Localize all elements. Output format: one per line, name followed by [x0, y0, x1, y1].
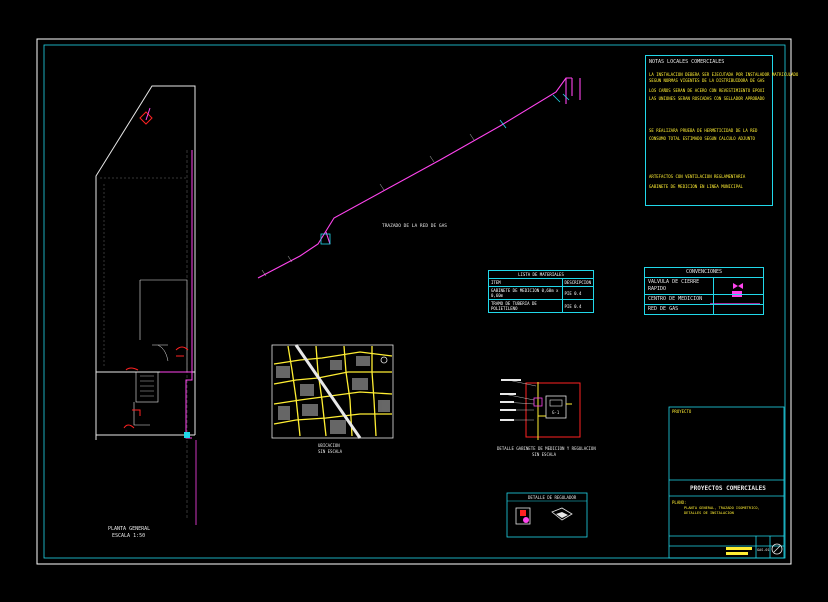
- subject-label: PLANO:: [672, 500, 687, 505]
- location-marker: [380, 356, 388, 364]
- conventions-table: CONVENCIONES VALVULA DE CIERRE RAPIDO CE…: [644, 267, 764, 315]
- note-line: LOS CAÑOS SERAN DE ACERO CON REVESTIMIEN…: [649, 88, 765, 93]
- location-map-diagonal: [294, 344, 362, 439]
- isometric-route: [257, 77, 581, 279]
- materials-table: LISTA DE MATERIALES ITEM DESCRIPCION GAB…: [488, 270, 594, 313]
- convention-label: VALVULA DE CIERRE RAPIDO: [644, 277, 714, 295]
- plan-scale: ESCALA 1:50: [112, 533, 146, 539]
- note-line: CONSUMO TOTAL ESTIMADO SEGUN CALCULO ADJ…: [649, 136, 755, 141]
- location-map-texture: [276, 356, 390, 434]
- location-scale: SIN ESCALA: [318, 449, 343, 454]
- isometric-title: TRAZADO DE LA RED DE GAS: [382, 224, 448, 229]
- note-line: ARTEFACTOS CON VENTILACION REGLAMENTARIA: [649, 174, 746, 179]
- isometric-valves: [320, 93, 570, 245]
- materials-cell: PIE 0.4: [561, 286, 594, 300]
- title-block-header: PROYECTO: [672, 409, 692, 414]
- convention-symbol: [713, 277, 764, 295]
- title-block-stamp: [726, 547, 752, 550]
- materials-title: LISTA DE MATERIALES: [488, 270, 594, 279]
- regulator-title: DETALLE DE REGULADOR: [528, 495, 577, 500]
- regulator-drawing: [515, 507, 573, 525]
- regulator-box: [506, 492, 588, 538]
- meter-subtitle: SIN ESCALA: [532, 452, 557, 457]
- materials-header: ITEM: [488, 278, 563, 287]
- note-line: LA INSTALACION DEBERA SER EJECUTADA POR …: [649, 72, 799, 77]
- isometric-dimension-ticks: [261, 133, 475, 277]
- meter-leaders: [503, 379, 537, 421]
- floor-plan: [95, 85, 196, 520]
- title-block-stamp-2: [726, 552, 748, 555]
- convention-symbol: [713, 294, 764, 305]
- outer-frame: [36, 38, 792, 565]
- materials-header: DESCRIPCION: [561, 278, 594, 287]
- note-line: LAS UNIONES SERAN ROSCADAS CON SELLADOR …: [649, 96, 765, 101]
- materials-cell: GABINETE DE MEDICION 0,60m x 0,60m: [488, 286, 563, 300]
- location-title: UBICACION: [318, 443, 340, 448]
- convention-label: RED DE GAS: [644, 304, 714, 315]
- note-line: SEGUN NORMAS VIGENTES DE LA DISTRIBUIDOR…: [649, 78, 765, 83]
- plan-title: PLANTA GENERAL: [108, 526, 151, 532]
- note-line: SE REALIZARA PRUEBA DE HERMETICIDAD DE L…: [649, 128, 758, 133]
- title-block-logo: [771, 543, 783, 555]
- materials-cell: TRAMO DE TUBERIA DE POLIETILENO: [488, 299, 563, 313]
- meter-piping: [537, 382, 572, 440]
- subject-text: PLANTA GENERAL, TRAZADO ISOMETRICO, DETA…: [684, 506, 760, 515]
- meter-title: DETALLE GABINETE DE MEDICION Y REGULACIO…: [497, 446, 596, 451]
- convention-symbol: [713, 304, 764, 315]
- convention-label: CENTRO DE MEDICION: [644, 294, 714, 305]
- inner-frame: [43, 44, 786, 559]
- meter-body: [545, 395, 567, 419]
- conventions-title: CONVENCIONES: [644, 267, 764, 278]
- notes-title: NOTAS LOCALES COMERCIALES: [649, 59, 725, 65]
- meter-leader-dashes: [500, 379, 521, 421]
- plan-gas-line: [145, 107, 193, 439]
- materials-cell: PIE 0.4: [561, 299, 594, 313]
- notes-panel: NOTAS LOCALES COMERCIALES LA INSTALACION…: [645, 55, 798, 206]
- project-name: PROYECTOS COMERCIALES: [690, 485, 766, 492]
- title-block-frame: [668, 406, 785, 559]
- meter-label: G-1: [552, 410, 560, 415]
- sheet-number: GAS-01: [757, 548, 770, 552]
- meter-dial: [549, 399, 563, 407]
- note-line: GABINETE DE MEDICION EN LINEA MUNICIPAL: [649, 184, 743, 189]
- plan-fixtures: [123, 111, 189, 429]
- meter-regulator: [533, 397, 543, 407]
